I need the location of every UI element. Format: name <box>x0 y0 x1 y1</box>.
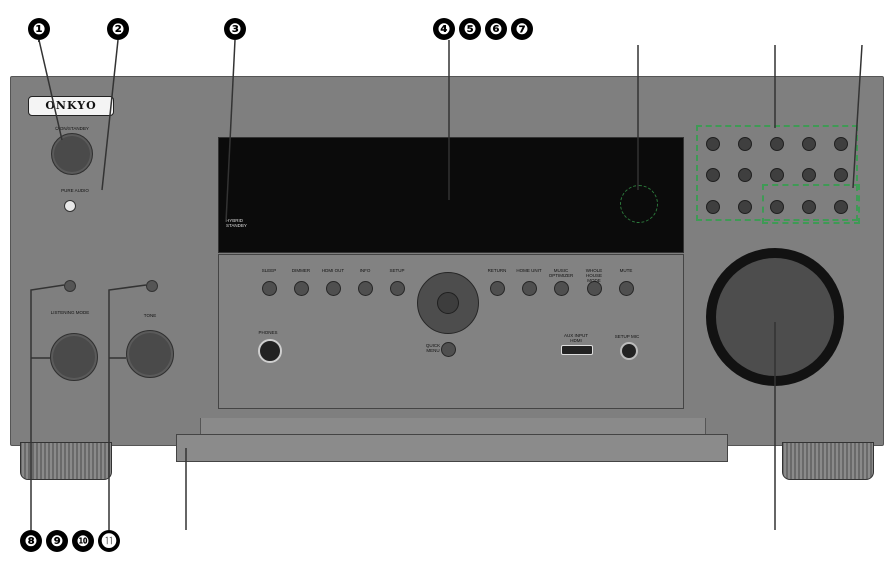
input-selector-button[interactable] <box>802 200 816 214</box>
tone-led <box>146 280 158 292</box>
callout-2: ❷ <box>107 18 129 40</box>
panel-button-label: SLEEP <box>261 268 277 273</box>
on-standby-button[interactable] <box>51 133 93 175</box>
panel-button[interactable] <box>326 281 341 296</box>
listening-mode-label: LISTENING MODE <box>50 310 90 315</box>
input-selector-button[interactable] <box>706 168 720 182</box>
input-selector-button[interactable] <box>802 137 816 151</box>
panel-button-label: MUSIC OPTIMIZER <box>548 268 574 278</box>
panel-button[interactable] <box>522 281 537 296</box>
callout-5: ❺ <box>459 18 481 40</box>
aux-input-port[interactable] <box>561 345 593 355</box>
input-selector-button[interactable] <box>738 137 752 151</box>
panel-button-label: SETUP <box>389 268 405 273</box>
callout-8: ❽ <box>20 530 42 552</box>
input-selector-button[interactable] <box>770 137 784 151</box>
panel-button[interactable] <box>262 281 277 296</box>
front-display <box>218 137 684 253</box>
callout-3: ❸ <box>224 18 246 40</box>
front-door-lip[interactable] <box>176 434 728 462</box>
zone-button-group <box>762 184 860 224</box>
callout-4: ❹ <box>433 18 455 40</box>
input-selector-button[interactable] <box>770 168 784 182</box>
enter-button[interactable] <box>437 292 459 314</box>
panel-button-label: WHOLE HOUSE MODE <box>585 268 603 283</box>
quick-menu-label: QUICK MENU <box>425 343 441 353</box>
input-selector-group <box>696 125 858 221</box>
remote-sensor <box>620 185 658 223</box>
callout-9: ❾ <box>46 530 68 552</box>
panel-button-label: INFO <box>359 268 371 273</box>
panel-button[interactable] <box>554 281 569 296</box>
brand-logo: ONKYO <box>28 96 114 116</box>
setup-mic-jack[interactable] <box>620 342 638 360</box>
callout-11: ⓫ <box>98 530 120 552</box>
listening-mode-led <box>64 280 76 292</box>
setup-mic-label: SETUP MIC <box>614 334 640 339</box>
quick-menu-button[interactable] <box>441 342 456 357</box>
right-foot <box>782 442 874 480</box>
tone-label: TONE <box>143 313 157 318</box>
panel-button-label: HDMI OUT <box>321 268 345 273</box>
hybrid-standby-label: HYBRID STANDBY <box>226 218 247 228</box>
callout-1: ❶ <box>28 18 50 40</box>
pure-audio-button[interactable] <box>64 200 76 212</box>
input-selector-button[interactable] <box>706 200 720 214</box>
panel-button-label: RETURN <box>487 268 507 273</box>
panel-button[interactable] <box>490 281 505 296</box>
callout-7: ❼ <box>511 18 533 40</box>
input-selector-button[interactable] <box>770 200 784 214</box>
phones-jack[interactable] <box>258 339 282 363</box>
input-selector-button[interactable] <box>834 168 848 182</box>
listening-mode-knob[interactable] <box>50 333 98 381</box>
input-selector-button[interactable] <box>802 168 816 182</box>
aux-input-label: AUX INPUT HDMI <box>563 333 588 343</box>
phones-label: PHONES <box>258 330 278 335</box>
panel-button[interactable] <box>294 281 309 296</box>
panel-button[interactable] <box>390 281 405 296</box>
panel-button-label: HOME UNIT <box>516 268 542 273</box>
panel-button[interactable] <box>619 281 634 296</box>
input-selector-button[interactable] <box>738 168 752 182</box>
input-selector-button[interactable] <box>738 200 752 214</box>
panel-button-label: DIMMER <box>291 268 311 273</box>
front-door <box>200 418 706 436</box>
callout-6: ❻ <box>485 18 507 40</box>
input-selector-button[interactable] <box>834 200 848 214</box>
pure-audio-label: PURE AUDIO <box>61 188 89 193</box>
panel-button[interactable] <box>587 281 602 296</box>
left-foot <box>20 442 112 480</box>
on-standby-label: ⏻ ON/STANDBY <box>55 126 89 131</box>
callout-10: ❿ <box>72 530 94 552</box>
cursor-pad[interactable] <box>417 272 479 334</box>
input-selector-button[interactable] <box>706 137 720 151</box>
panel-button-label: MUTE <box>619 268 633 273</box>
tone-knob[interactable] <box>126 330 174 378</box>
panel-button[interactable] <box>358 281 373 296</box>
input-selector-button[interactable] <box>834 137 848 151</box>
